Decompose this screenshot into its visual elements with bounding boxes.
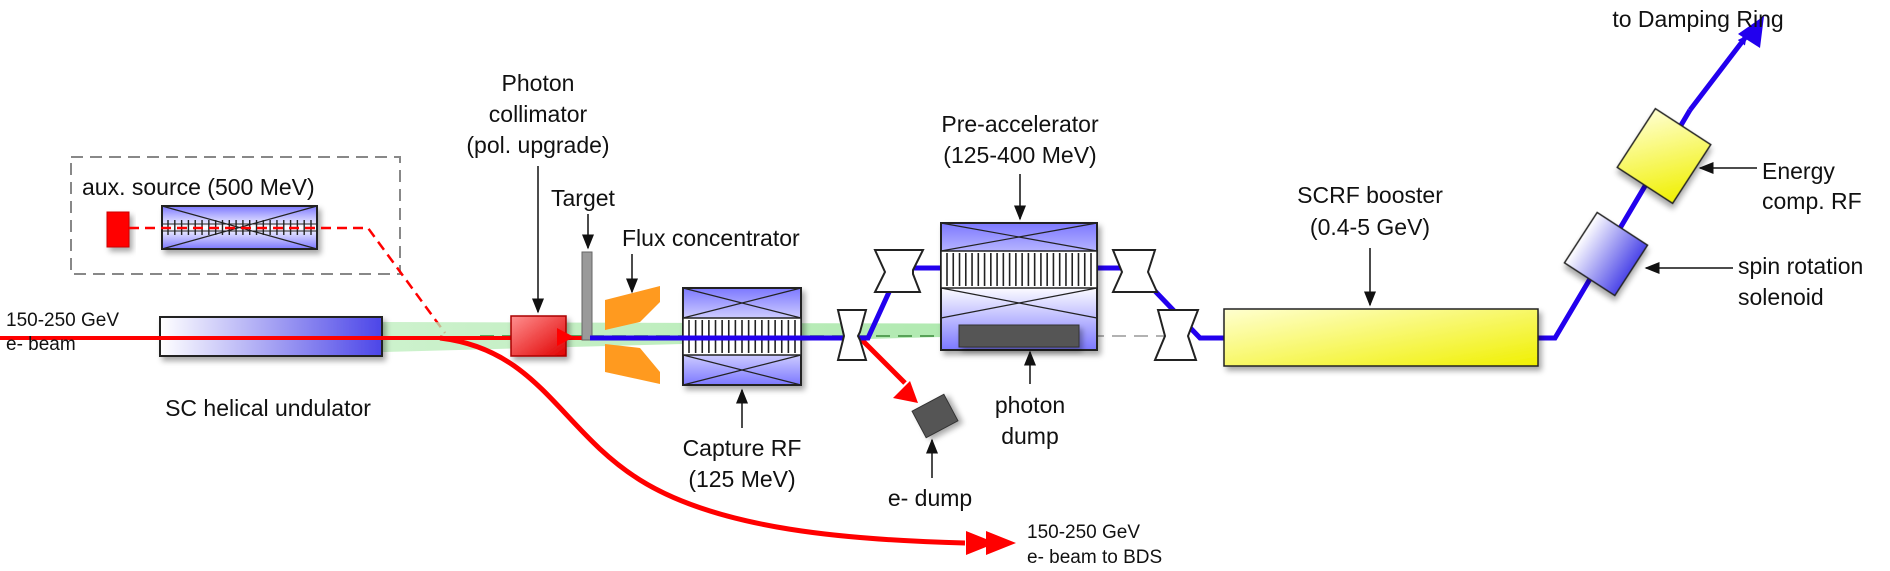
e-dump-arrowhead <box>893 381 918 403</box>
label-preacc-2: (125-400 MeV) <box>943 142 1096 168</box>
label-photon-collimator: Photon <box>502 70 575 96</box>
damping-ring-arrowhead <box>1738 16 1764 48</box>
pre-accelerator-rf-cells <box>946 253 1092 286</box>
photon-dump <box>958 324 1080 348</box>
aux-source-label: aux. source (500 MeV) <box>82 174 315 200</box>
target <box>581 251 593 341</box>
bds-arrowhead-1 <box>966 531 996 555</box>
bds-arrowhead-2 <box>986 531 1016 555</box>
dipole-4 <box>1153 309 1200 361</box>
dipole-3 <box>1111 249 1159 293</box>
label-photon-dump-2: dump <box>1001 423 1059 449</box>
dipole-2 <box>873 249 925 293</box>
label-energy-comp: Energy <box>1762 158 1835 184</box>
label-spin-rotation-2: solenoid <box>1738 284 1824 310</box>
label-energy-comp-2: comp. RF <box>1762 188 1862 214</box>
label-target: Target <box>551 185 616 211</box>
label-e-dump: e- dump <box>888 485 972 511</box>
label-ebeam-in: 150-250 GeV <box>6 310 119 331</box>
label-ebeam-out: 150-250 GeV <box>1027 522 1140 543</box>
collimator-beam-arrowhead <box>557 328 574 346</box>
label-capture-rf: Capture RF <box>683 435 802 461</box>
chicane-dipoles <box>836 249 1200 361</box>
aux-source-emitter <box>106 211 130 248</box>
flux-concentrator-lower <box>605 344 660 384</box>
electron-beam-to-bds <box>439 335 966 546</box>
dipole-1 <box>836 309 868 361</box>
label-flux: Flux concentrator <box>622 225 800 251</box>
label-damping-ring: to Damping Ring <box>1612 6 1783 32</box>
aux-source-box <box>70 156 401 275</box>
label-capture-rf-2: (125 MeV) <box>688 466 795 492</box>
label-photon-dump: photon <box>995 392 1065 418</box>
positron-beam-to-damping-ring <box>1688 35 1747 112</box>
label-ebeam-out-2: e- beam to BDS <box>1027 547 1162 568</box>
aux-source-beam-path <box>129 226 447 334</box>
label-photon-collimator-3: (pol. upgrade) <box>466 132 609 158</box>
e-dump <box>911 393 959 439</box>
flux-concentrator-upper <box>605 286 660 330</box>
energy-compressor-rf <box>1616 107 1712 205</box>
electron-beam-to-dump <box>858 336 907 385</box>
spin-rotation-solenoid <box>1563 211 1649 297</box>
label-scrf-2: (0.4-5 GeV) <box>1310 214 1430 240</box>
label-spin-rotation: spin rotation <box>1738 253 1863 279</box>
label-photon-collimator-2: collimator <box>489 101 588 127</box>
label-ebeam-in-2: e- beam <box>6 334 76 355</box>
scrf-booster <box>1223 308 1539 367</box>
label-preacc: Pre-accelerator <box>941 111 1099 137</box>
label-scrf: SCRF booster <box>1297 182 1443 208</box>
label-undulator: SC helical undulator <box>165 395 371 421</box>
